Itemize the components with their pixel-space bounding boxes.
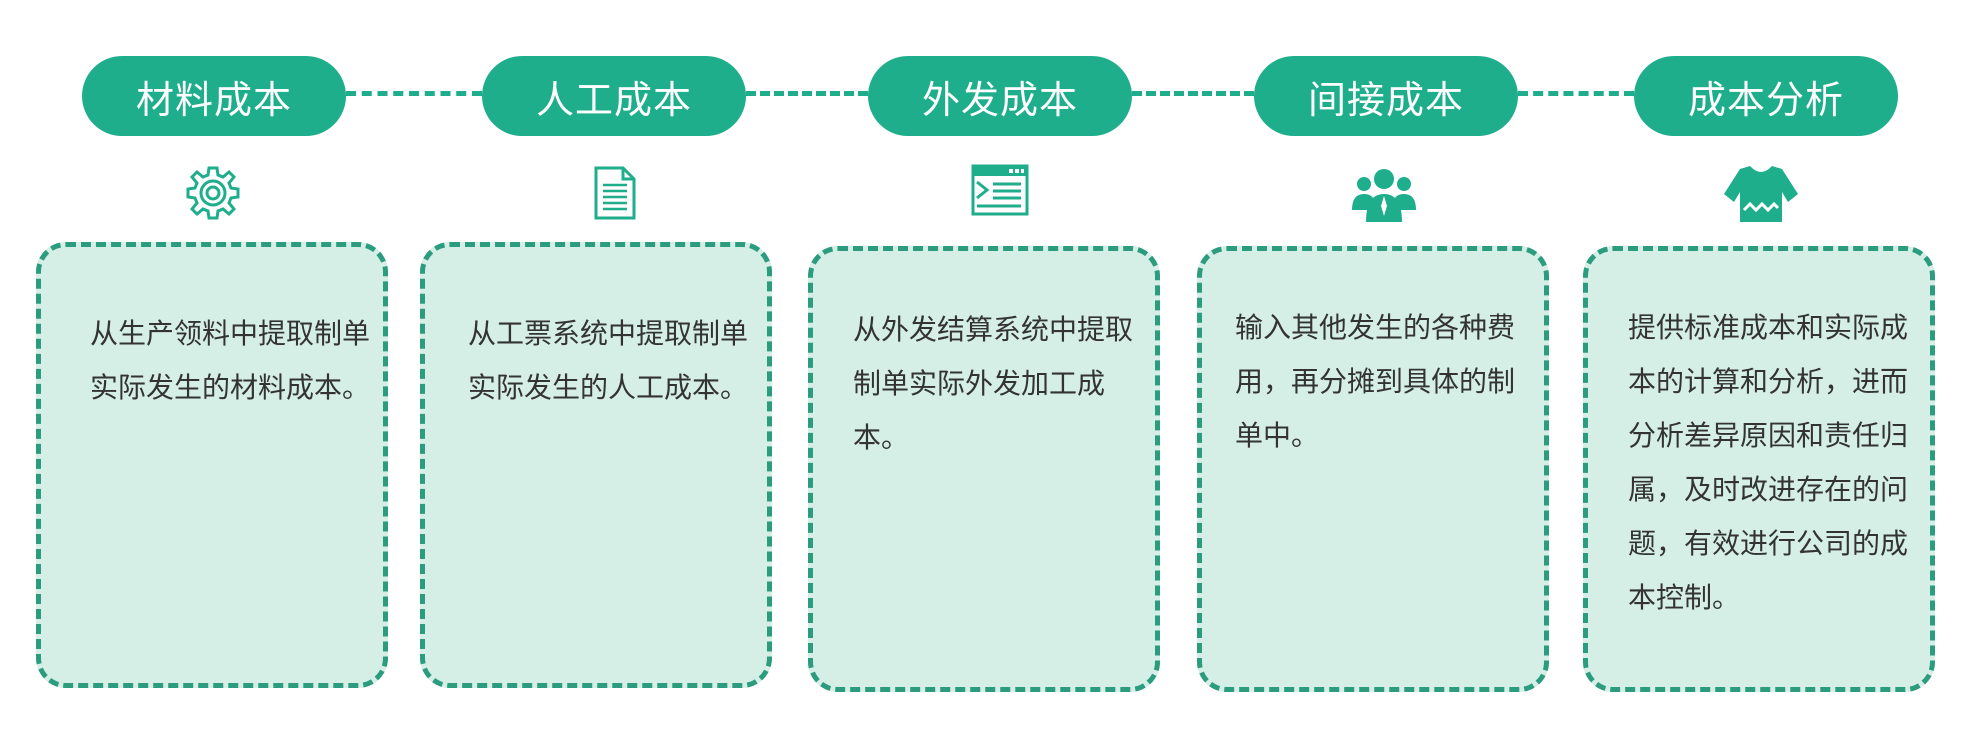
step-pill-outsourcing: 外发成本	[868, 56, 1132, 136]
connector-2-3	[746, 91, 868, 96]
step-pill-labor: 人工成本	[482, 56, 746, 136]
step-description-indirect: 输入其他发生的各种费用，再分摊到具体的制单中。	[1235, 311, 1516, 452]
step-description-analysis: 提供标准成本和实际成本的计算和分析，进而分析差异原因和责任归属，及时改进存在的问…	[1628, 311, 1909, 614]
sweater-icon	[1722, 164, 1800, 224]
step-card-indirect: 输入其他发生的各种费用，再分摊到具体的制单中。	[1197, 246, 1549, 692]
step-title-labor: 人工成本	[535, 77, 692, 122]
step-card-outsourcing: 从外发结算系统中提取制单实际外发加工成本。	[808, 246, 1160, 692]
step-pill-indirect: 间接成本	[1254, 56, 1518, 136]
step-pill-material: 材料成本	[82, 56, 346, 136]
connector-3-4	[1132, 91, 1254, 96]
gear-icon	[184, 164, 242, 222]
step-card-material: 从生产领料中提取制单实际发生的材料成本。	[36, 242, 388, 688]
connector-4-5	[1518, 91, 1634, 96]
step-card-analysis: 提供标准成本和实际成本的计算和分析，进而分析差异原因和责任归属，及时改进存在的问…	[1583, 246, 1935, 692]
browser-window-icon	[971, 164, 1029, 216]
step-title-analysis: 成本分析	[1687, 77, 1844, 122]
step-title-outsourcing: 外发成本	[921, 77, 1078, 122]
connector-1-2	[346, 91, 482, 96]
step-description-material: 从生产领料中提取制单实际发生的材料成本。	[90, 317, 371, 404]
step-title-indirect: 间接成本	[1307, 77, 1464, 122]
document-icon	[593, 165, 637, 221]
step-description-outsourcing: 从外发结算系统中提取制单实际外发加工成本。	[853, 313, 1134, 454]
user-group-icon	[1350, 166, 1418, 224]
step-description-labor: 从工票系统中提取制单实际发生的人工成本。	[468, 317, 749, 404]
step-pill-analysis: 成本分析	[1634, 56, 1898, 136]
step-title-material: 材料成本	[135, 77, 292, 122]
step-card-labor: 从工票系统中提取制单实际发生的人工成本。	[420, 242, 772, 688]
